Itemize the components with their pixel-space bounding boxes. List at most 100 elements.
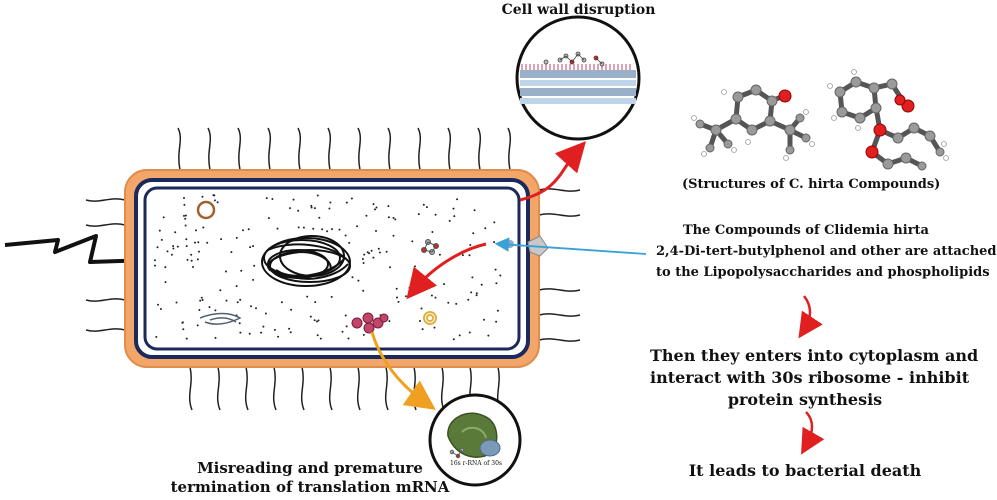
cytoplasm-dot xyxy=(316,334,319,337)
misreading-line-2: termination of translation mRNA xyxy=(170,478,450,496)
cytoplasm-dot xyxy=(190,253,193,256)
cytoplasm-dot xyxy=(185,238,188,241)
cytoplasm-dot xyxy=(297,226,300,229)
cytoplasm-dot xyxy=(495,282,498,285)
cytoplasm-dot xyxy=(328,207,331,210)
cytoplasm-dot xyxy=(396,296,398,299)
cell-wall-disruption-label: Cell wall disruption xyxy=(501,2,656,18)
cytoplasm-line-3: protein synthesis xyxy=(727,390,883,409)
cytoplasm-dot xyxy=(199,299,202,302)
cytoplasm-dot xyxy=(388,320,391,323)
cytoplasm-dot xyxy=(196,258,199,261)
cytoplasm-dot xyxy=(198,309,201,311)
cytoplasm-dot xyxy=(470,291,473,294)
mrna-strand xyxy=(199,312,242,325)
cytoplasm-dot xyxy=(483,318,485,321)
flagellum xyxy=(4,234,151,264)
cytoplasm-dot xyxy=(185,337,188,340)
arrow-to-ribosome xyxy=(370,331,436,410)
cytoplasm-dot xyxy=(309,315,312,318)
cytoplasm-dot xyxy=(448,219,451,222)
cytoplasm-dot xyxy=(468,331,471,334)
cytoplasm-dot xyxy=(172,245,175,247)
misreading-line-1: Misreading and premature xyxy=(197,459,423,477)
cytoplasm-dot xyxy=(496,309,499,312)
cytoplasm-dot xyxy=(372,203,375,206)
cytoplasm-dot xyxy=(310,204,313,207)
cytoplasm-dot xyxy=(302,226,305,229)
cytoplasm-dot xyxy=(425,206,428,209)
cytoplasm-dot xyxy=(405,295,407,298)
cytoplasm-dot xyxy=(469,244,472,246)
compounds-line-3: to the Lipopolysaccharides and phospholi… xyxy=(656,265,990,280)
cytoplasm-dot xyxy=(374,208,376,211)
cytoplasm-dot xyxy=(330,295,333,298)
compounds-line-2: 2,4-Di-tert-butylphenol and other are at… xyxy=(656,244,997,259)
cytoplasm-dot xyxy=(280,301,283,304)
cytoplasm-dot xyxy=(419,286,422,289)
cytoplasm-dot xyxy=(200,296,203,299)
cytoplasm-dot xyxy=(366,251,369,254)
cytoplasm-line-2: interact with 30s ribosome - inhibit xyxy=(650,368,970,387)
cytoplasm-dot xyxy=(458,334,461,337)
cytoplasm-dot xyxy=(154,259,156,262)
pilus xyxy=(417,127,422,171)
cytoplasm-dot xyxy=(443,283,446,286)
pilus xyxy=(85,198,126,202)
cytoplasm-dot xyxy=(447,301,450,304)
pilus xyxy=(300,366,305,411)
cytoplasm-dot xyxy=(159,308,162,310)
cytoplasm-dot xyxy=(164,281,167,284)
pilus xyxy=(188,366,193,411)
ribosome-inset-caption: 16s r-RNA of 30s xyxy=(450,460,502,467)
cytoplasm-dot xyxy=(273,328,276,331)
pilus xyxy=(538,313,581,317)
cytoplasm-dot xyxy=(164,266,167,269)
cytoplasm-line-1: Then they enters into cytoplasm and xyxy=(650,346,979,365)
compound-structure-1 xyxy=(691,84,815,161)
cytoplasm-dot xyxy=(338,228,341,231)
pilus xyxy=(412,366,417,411)
cytoplasm-dot xyxy=(289,331,292,334)
cytoplasm-dot xyxy=(183,214,185,217)
cytoplasm-dot xyxy=(201,299,204,301)
cytoplasm-dot xyxy=(277,335,280,338)
cytoplasm-dot xyxy=(182,328,185,331)
pilus xyxy=(327,127,332,171)
cytoplasm-dot xyxy=(434,296,437,299)
cytoplasm-dot xyxy=(389,266,391,269)
cytoplasm-dot xyxy=(347,337,350,340)
cytoplasm-dot xyxy=(395,287,398,290)
cytoplasm-dot xyxy=(344,314,347,317)
cytoplasm-dot xyxy=(316,194,319,197)
cytoplasm-dot xyxy=(262,325,265,328)
cytoplasm-dot xyxy=(194,241,196,244)
arrow-into-cytoplasm xyxy=(406,242,487,300)
cytoplasm-dot xyxy=(423,288,426,291)
cytoplasm-dot xyxy=(362,262,365,264)
cytoplasm-dot xyxy=(260,331,263,334)
cytoplasm-dot xyxy=(456,198,459,201)
cytoplasm-dot xyxy=(252,278,255,281)
cytoplasm-dot xyxy=(183,197,185,199)
cytoplasm-dot xyxy=(219,289,222,292)
cytoplasm-dot xyxy=(313,207,316,210)
cytoplasm-dot xyxy=(493,221,496,224)
cytoplasm-dot xyxy=(185,245,188,248)
cytoplasm-dot xyxy=(249,246,252,249)
cytoplasm-dot xyxy=(453,215,456,218)
cytoplasm-dot xyxy=(186,258,189,261)
pilus xyxy=(538,213,581,217)
cytoplasm-dot xyxy=(214,309,217,312)
cytoplasm-dot xyxy=(172,247,175,250)
cytoplasm-dot xyxy=(484,227,487,230)
cytoplasm-dot xyxy=(290,308,293,311)
cytoplasm-dot xyxy=(253,264,256,267)
cytoplasm-dot xyxy=(365,214,368,217)
structures-caption: (Structures of C. hirta Compounds) xyxy=(682,177,941,192)
pilus xyxy=(297,127,302,171)
cytoplasm-dot xyxy=(417,213,420,216)
cytoplasm-dot xyxy=(156,246,159,249)
cytoplasm-dot xyxy=(250,305,252,308)
plasmid xyxy=(196,200,216,220)
